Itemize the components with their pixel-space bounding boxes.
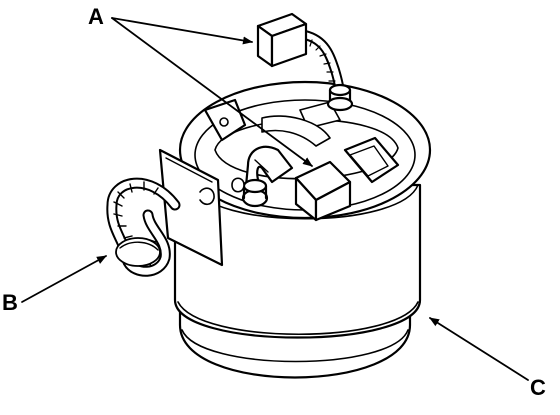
brush-center — [294, 160, 352, 222]
leader-a-lower — [111, 17, 313, 167]
label-c: C — [530, 375, 546, 400]
label-b: B — [2, 290, 18, 315]
leader-c — [429, 317, 529, 381]
leader-a-upper — [111, 17, 253, 45]
leader-b — [21, 255, 107, 303]
inner-brush-lead — [231, 145, 294, 208]
brush-upper — [256, 12, 354, 112]
callout-leaders — [21, 17, 529, 381]
terminal-and-cable — [106, 148, 224, 277]
label-a: A — [88, 4, 104, 29]
